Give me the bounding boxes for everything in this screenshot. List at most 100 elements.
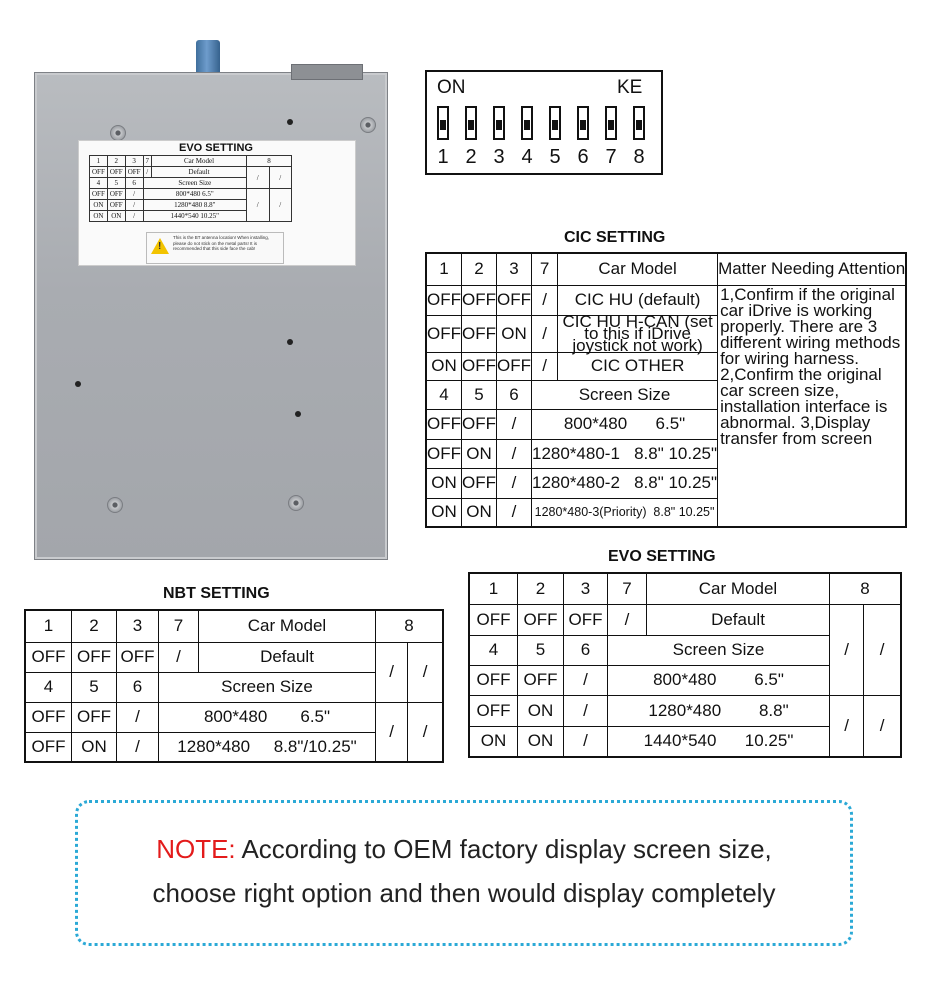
table-cell: Car Model bbox=[646, 572, 830, 605]
table-cell: 3 bbox=[116, 609, 159, 643]
table-cell: / bbox=[496, 467, 532, 499]
table-cell: ON bbox=[517, 694, 564, 727]
note-line-2: choose right option and then would displ… bbox=[152, 878, 776, 908]
table-cell: 3 bbox=[124, 155, 144, 167]
table-cell: / bbox=[607, 603, 647, 636]
table-cell: / bbox=[268, 166, 293, 189]
table-cell: 3 bbox=[563, 572, 608, 605]
table-cell: / bbox=[530, 314, 559, 353]
dip-switch-1 bbox=[437, 106, 449, 140]
table-cell: 1 bbox=[24, 609, 72, 643]
table-cell: OFF bbox=[89, 166, 108, 178]
table-cell: 1 bbox=[425, 252, 462, 286]
table-cell: 7 bbox=[142, 155, 153, 167]
table-cell: / bbox=[563, 725, 608, 758]
table-cell: OFF bbox=[89, 188, 108, 200]
table-cell: 2 bbox=[461, 252, 497, 286]
note-label: NOTE: bbox=[156, 834, 236, 864]
table-cell: / bbox=[496, 497, 532, 528]
table-cell: OFF bbox=[24, 641, 72, 673]
dip-number: 8 bbox=[633, 146, 645, 168]
dip-switch-7 bbox=[605, 106, 617, 140]
dip-on-label: ON bbox=[437, 77, 466, 98]
table-cell: ON bbox=[89, 210, 108, 222]
hole bbox=[75, 381, 81, 387]
table-cell: Screen Size bbox=[142, 177, 248, 189]
dip-switch-6 bbox=[577, 106, 589, 140]
dip-ke-label: KE bbox=[617, 77, 643, 98]
table-cell: OFF bbox=[468, 694, 518, 727]
table-cell: / bbox=[246, 188, 270, 222]
table-cell: OFF bbox=[124, 166, 144, 178]
table-cell: ON bbox=[425, 351, 462, 381]
table-cell: / bbox=[407, 641, 444, 703]
table-cell: ON bbox=[496, 314, 532, 353]
nbt-setting-title: NBT SETTING bbox=[163, 585, 270, 602]
table-cell: / bbox=[124, 199, 144, 211]
table-cell: 1280*480-3(Priority) 8.8" 10.25" bbox=[530, 497, 719, 528]
table-cell: / bbox=[142, 166, 153, 178]
note-line-1: NOTE: According to OEM factory display s… bbox=[78, 827, 850, 871]
table-cell: OFF bbox=[517, 664, 564, 696]
screw bbox=[107, 497, 123, 513]
table-cell: / bbox=[116, 731, 159, 763]
table-cell: OFF bbox=[106, 199, 126, 211]
table-cell: ON bbox=[461, 497, 497, 528]
table-cell: / bbox=[563, 694, 608, 727]
table-cell: Screen Size bbox=[530, 379, 719, 410]
table-cell: ON bbox=[425, 497, 462, 528]
dip-number: 6 bbox=[577, 146, 589, 168]
warning-text: This is the BT antenna location! When in… bbox=[173, 235, 269, 251]
table-cell: Default bbox=[646, 603, 830, 636]
table-cell: ON bbox=[461, 438, 497, 469]
table-cell: Car Model bbox=[198, 609, 376, 643]
table-cell: OFF bbox=[517, 603, 564, 636]
table-cell: 6 bbox=[496, 379, 532, 410]
table-cell: / bbox=[530, 284, 559, 316]
table-cell: OFF bbox=[461, 467, 497, 499]
table-cell: / bbox=[407, 701, 444, 763]
table-cell: OFF bbox=[425, 284, 462, 316]
table-cell: 4 bbox=[468, 634, 518, 666]
table-cell: 5 bbox=[461, 379, 497, 410]
table-cell: / bbox=[563, 664, 608, 696]
table-cell: Screen Size bbox=[158, 671, 376, 703]
table-cell: OFF bbox=[496, 284, 532, 316]
hole bbox=[295, 411, 301, 417]
table-cell: 6 bbox=[563, 634, 608, 666]
dip-number: 4 bbox=[521, 146, 533, 168]
table-cell: / bbox=[374, 641, 409, 703]
screw bbox=[110, 125, 126, 141]
dip-switch-4 bbox=[521, 106, 533, 140]
table-cell: / bbox=[116, 701, 159, 733]
table-cell: / bbox=[496, 438, 532, 469]
screw bbox=[288, 495, 304, 511]
table-cell: 1 bbox=[89, 155, 108, 167]
table-cell: 7 bbox=[607, 572, 647, 605]
note-text-1: According to OEM factory display screen … bbox=[241, 834, 772, 864]
dip-number: 7 bbox=[605, 146, 617, 168]
table-cell: ON bbox=[468, 725, 518, 758]
table-cell: OFF bbox=[24, 701, 72, 733]
dip-number: 2 bbox=[465, 146, 477, 168]
dip-switch-8 bbox=[633, 106, 645, 140]
table-cell: OFF bbox=[106, 188, 126, 200]
table-cell: / bbox=[828, 694, 865, 758]
table-cell: OFF bbox=[496, 351, 532, 381]
table-cell: 800*480 6.5" bbox=[158, 701, 376, 733]
table-cell: OFF bbox=[71, 641, 117, 673]
table-cell: OFF bbox=[425, 438, 462, 469]
dip-number: 3 bbox=[493, 146, 505, 168]
table-cell: / bbox=[374, 701, 409, 763]
table-cell: / bbox=[863, 694, 902, 758]
table-cell: / bbox=[158, 641, 199, 673]
table-cell: OFF bbox=[116, 641, 159, 673]
table-cell: 1280*480-1 8.8" 10.25" bbox=[530, 438, 719, 469]
table-cell: OFF bbox=[468, 664, 518, 696]
dip-switch-diagram: ON KE 1 2 3 4 5 6 7 8 bbox=[425, 70, 663, 175]
table-cell: 8 bbox=[375, 609, 444, 643]
table-cell: Car Model bbox=[151, 155, 248, 167]
